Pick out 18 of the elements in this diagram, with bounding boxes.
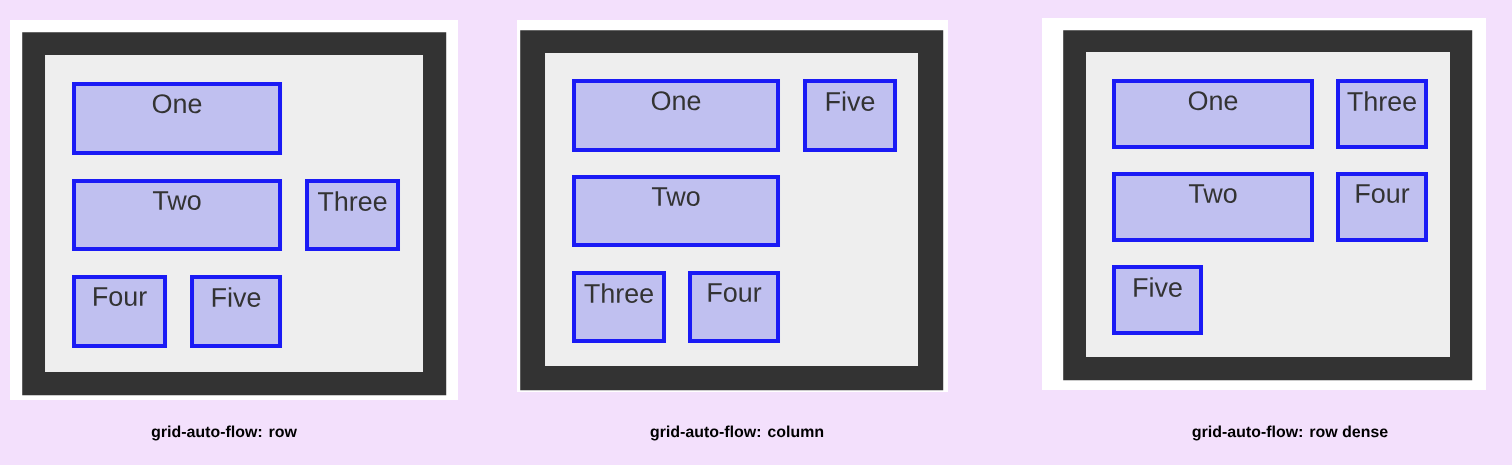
node-label: grid-auto-flow: row	[151, 425, 297, 441]
grid-item: Five	[190, 275, 282, 348]
grid-item: One	[72, 82, 282, 155]
grid-item: Two	[572, 175, 780, 247]
grid-item: Two	[72, 179, 282, 251]
node-label: grid-auto-flow: row dense	[1192, 425, 1388, 441]
grid-item: Four	[688, 271, 780, 343]
grid-item: One	[572, 79, 780, 152]
grid-item: Four	[72, 275, 167, 348]
grid-item: Three	[572, 271, 666, 343]
node-label: grid-auto-flow: column	[650, 425, 824, 441]
grid-item: Three	[1336, 79, 1428, 149]
grid-item: Four	[1336, 172, 1428, 242]
grid-item: Five	[803, 79, 897, 152]
grid-item: Three	[305, 179, 400, 251]
grid-item: Two	[1112, 172, 1314, 242]
grid-item: Five	[1112, 265, 1203, 335]
grid-item: One	[1112, 79, 1314, 149]
